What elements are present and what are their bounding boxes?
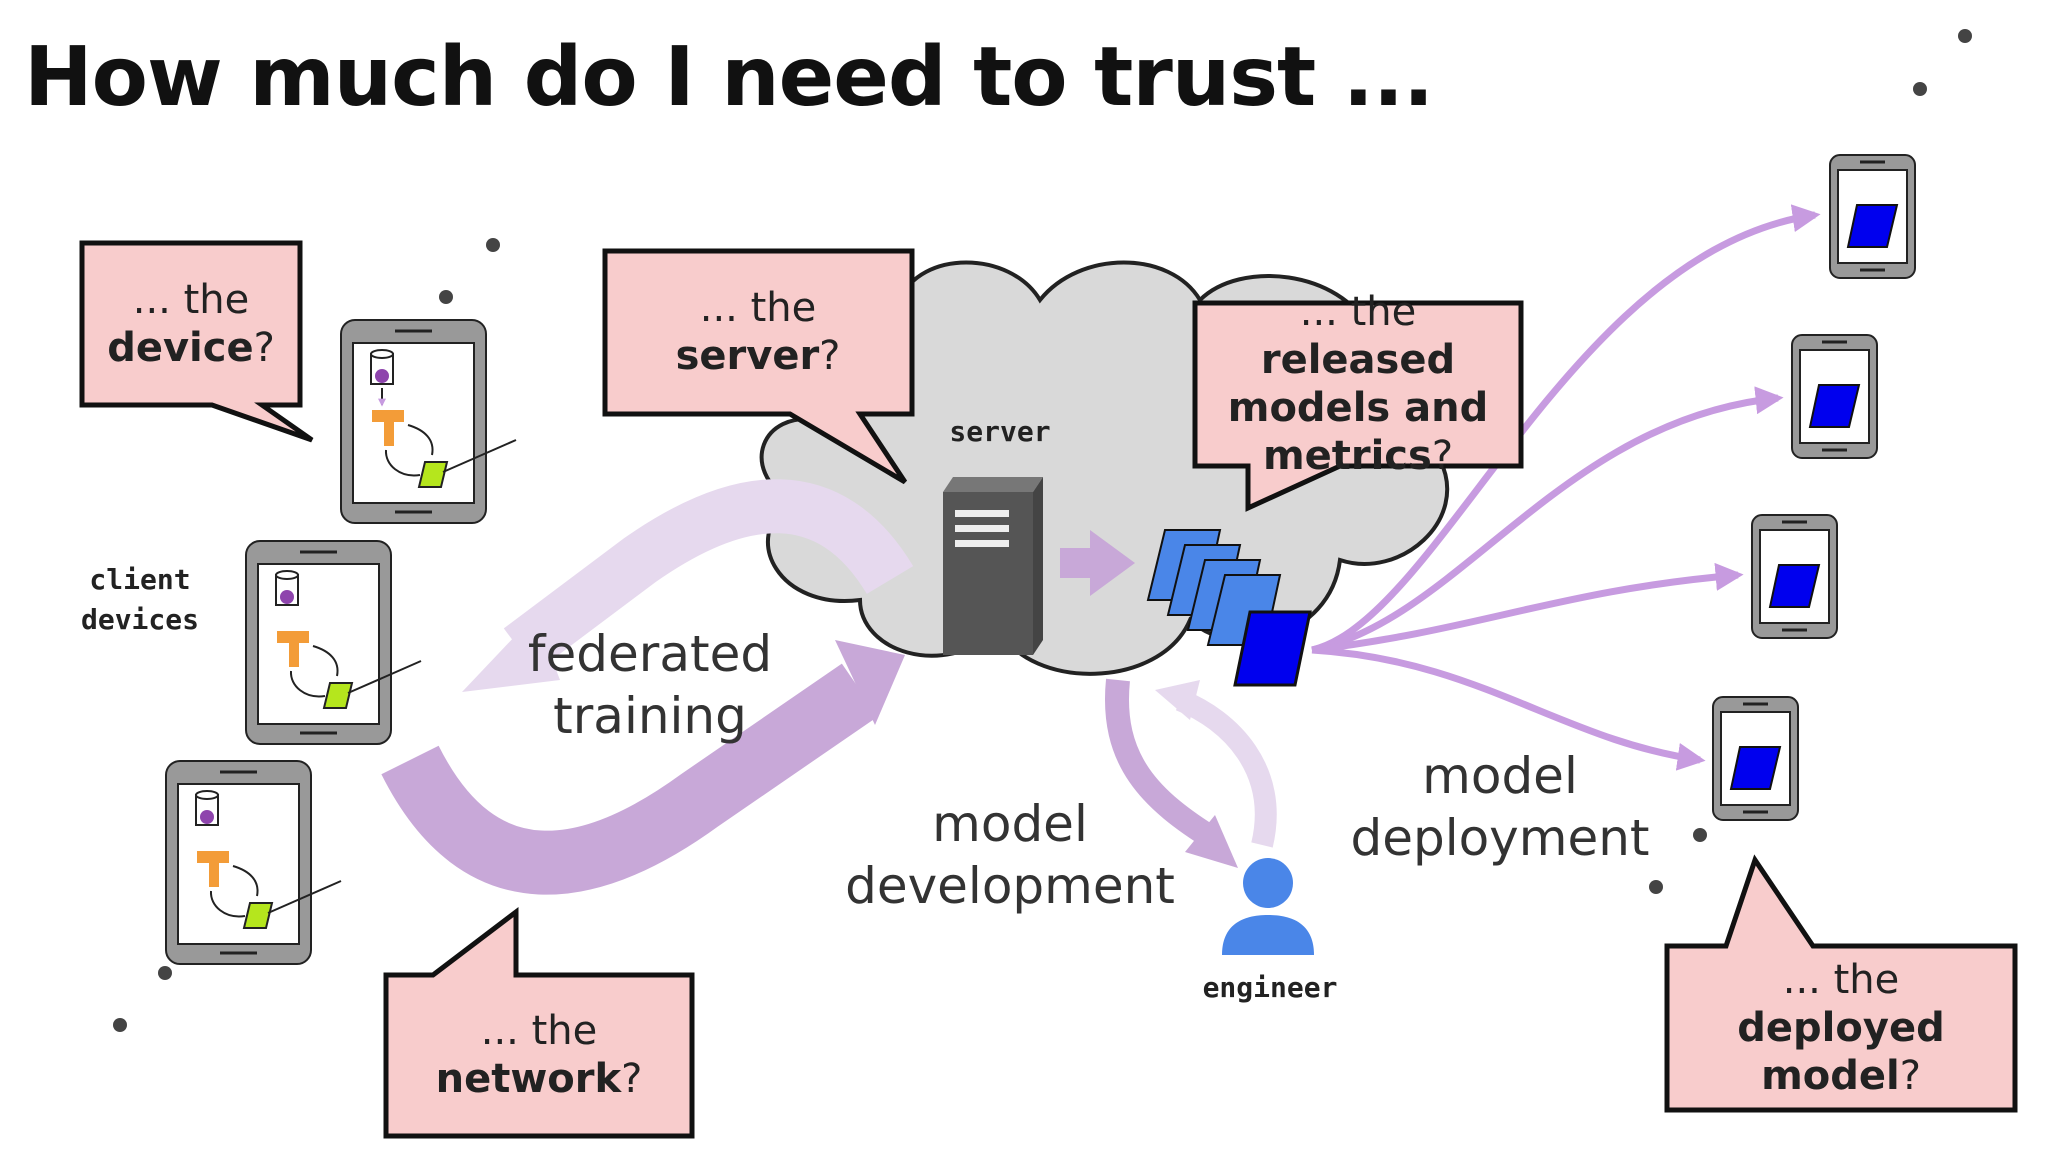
bubble-server-post: ? <box>819 333 841 379</box>
decorative-dots <box>113 29 1972 1032</box>
update-icon <box>242 902 274 929</box>
bubble-network-bold: network <box>435 1056 622 1102</box>
development-arrow-out <box>1105 678 1222 851</box>
bubble-released: ... the released models and metrics? <box>1202 289 1514 479</box>
client-phone-2 <box>245 540 422 745</box>
bubble-network-post: ? <box>621 1056 643 1102</box>
federated-arrow-up <box>381 663 879 895</box>
development-arrowhead-in <box>1155 680 1200 720</box>
database-icon <box>275 570 299 606</box>
bubble-device: ... the device? <box>90 250 292 398</box>
bubble-network-pre: ... the <box>480 1008 598 1054</box>
deployment-line2: deployment <box>1350 809 1650 867</box>
bubble-released-bold1: released <box>1260 337 1456 383</box>
bubble-network-shape <box>383 906 695 1139</box>
tensorflow-icon <box>277 631 309 667</box>
bubble-device-pre: ... the <box>132 277 250 323</box>
model-stack-icon <box>1146 529 1312 687</box>
bubble-server-shape <box>602 248 915 485</box>
bubble-device-post: ? <box>253 325 275 371</box>
bubble-network: ... the network? <box>393 982 685 1128</box>
deployment-arrows <box>1311 204 1821 771</box>
development-arrow-in <box>1175 689 1277 848</box>
bubble-device-bold: device <box>107 325 254 371</box>
bubble-released-post: ? <box>1431 433 1454 479</box>
bubble-deployed: ... the deployed model? <box>1674 953 2008 1103</box>
deployed-phone-3 <box>1751 514 1838 639</box>
development-line2: development <box>845 857 1175 915</box>
federated-arrow-down <box>503 479 914 672</box>
engineer-label: engineer <box>1202 971 1338 1004</box>
deployed-phone-4 <box>1712 696 1799 821</box>
server-icon <box>943 477 1043 655</box>
bubble-server: ... the server? <box>612 258 904 406</box>
bubble-deployed-bold2: model <box>1761 1053 1900 1099</box>
model-development-label: model development <box>840 793 1180 917</box>
deployed-phone-2 <box>1791 334 1878 459</box>
bubble-released-bold2: models and <box>1227 385 1489 431</box>
tensorflow-icon <box>372 410 404 446</box>
development-line1: model <box>932 795 1088 853</box>
bubble-released-bold3: metrics <box>1262 433 1432 479</box>
client-phone-1 <box>340 319 517 524</box>
bubble-deployed-shape <box>1664 854 2018 1113</box>
bubble-device-shape <box>79 240 314 443</box>
federated-arrowhead-down <box>462 615 560 692</box>
bubble-released-shape <box>1192 300 1524 512</box>
deployment-line1: model <box>1422 747 1578 805</box>
tensorflow-icon <box>197 851 229 887</box>
model-deployment-label: model deployment <box>1340 745 1660 869</box>
update-icon <box>322 682 354 709</box>
update-icon <box>417 461 449 488</box>
database-icon <box>370 349 394 385</box>
bubble-server-bold: server <box>675 333 820 379</box>
bubble-deployed-bold1: deployed <box>1737 1005 1945 1051</box>
client-phone-3 <box>165 760 342 965</box>
database-icon <box>195 790 219 826</box>
client-label-line2: devices <box>80 603 199 636</box>
bubble-server-pre: ... the <box>699 285 817 331</box>
federated-training-label: federated training <box>520 623 780 747</box>
federated-line1: federated <box>527 625 773 683</box>
federated-line2: training <box>553 687 747 745</box>
deployed-phone-1 <box>1829 154 1916 279</box>
server-label: server <box>949 415 1051 448</box>
bubble-deployed-post: ? <box>1899 1053 1921 1099</box>
development-arrowhead-out <box>1185 815 1238 868</box>
engineer-icon <box>1222 858 1314 955</box>
server-to-models-arrow <box>1060 530 1135 596</box>
client-label-line1: client <box>89 563 191 596</box>
client-devices-label: client devices <box>60 560 220 640</box>
bubble-released-pre: ... the <box>1299 289 1417 335</box>
federated-arrowhead-up <box>835 640 905 725</box>
page-title: How much do I need to trust ... <box>24 30 1434 125</box>
bubble-deployed-pre: ... the <box>1782 957 1900 1003</box>
